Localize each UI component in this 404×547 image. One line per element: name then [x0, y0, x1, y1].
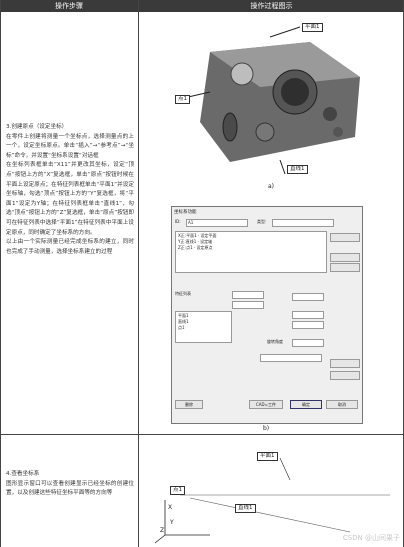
step4-para: 图形显示窗口可以查看创建显示已经坐标的创建位置，以及创建这些特征坐标平面等的方向… — [6, 480, 134, 497]
axis-z-label: Z — [160, 527, 165, 534]
param-field-2[interactable] — [232, 301, 264, 309]
column-divider — [138, 0, 139, 547]
delete-button[interactable]: 删除 — [175, 400, 203, 409]
step3-para3: 以上由一个实际测量已经完成坐标系的建立，同时也完成了手动测量，选择坐标系建立的过… — [6, 239, 134, 255]
rotate-field[interactable] — [292, 339, 324, 347]
step3-text: 3.创建原点（设定坐标） 在零件上创建将测量一个坐标点，选择测量点的上一个，设定… — [6, 123, 134, 257]
label-point1-a: 点1 — [175, 95, 190, 104]
cancel-button[interactable]: 取消 — [326, 400, 358, 409]
step3-para1: 在零件上创建将测量一个坐标点，选择测量点的上一个，设定坐标原点。单击“插入”→“… — [6, 133, 134, 159]
feature-item-2[interactable]: 直线1 — [178, 319, 189, 324]
type-select[interactable] — [272, 219, 334, 227]
step3-para2: 在坐标列表框单击“X11”并更改其坐标，设定“顶点”按钮上方的“X”复选框，单击… — [6, 162, 134, 236]
cad-work-button[interactable]: CAD=工件 — [249, 400, 283, 409]
header-illustration: 操作过程图示 — [139, 0, 404, 12]
coordinate-dialog: 坐标系功能 ID: A1 类型: X正:平面1 · 设定平面 Y正:直线1 · … — [171, 206, 363, 424]
dialog-btn-4[interactable] — [330, 359, 360, 368]
list-line-3: Z正:点1 · 设定原点 — [178, 245, 213, 250]
caption-a: a) — [268, 183, 275, 190]
axis-select-3[interactable] — [292, 321, 324, 329]
ok-button[interactable]: 确定 — [290, 400, 322, 409]
type-label: 类型: — [257, 219, 267, 224]
axis-select-2[interactable] — [292, 311, 324, 319]
param-field-1[interactable] — [232, 291, 264, 299]
axis-y-label: Y — [170, 519, 174, 526]
axis-x-label: X — [168, 504, 173, 511]
coordinate-system-figure — [154, 457, 390, 544]
part-render-figure — [174, 26, 360, 175]
id-value: A1 — [188, 220, 194, 225]
list-line-2: Y正:直线1 · 设定轴 — [178, 239, 213, 244]
label-plane1-b: 平面1 — [257, 452, 278, 461]
label-plane1-a: 平面1 — [302, 23, 323, 32]
axis-select-1[interactable] — [292, 293, 324, 301]
watermark: CSDN @山间果子 — [342, 534, 400, 542]
dialog-btn-3[interactable] — [330, 263, 360, 272]
row-divider — [0, 434, 404, 435]
label-line1-b: 直线1 — [235, 504, 256, 513]
step4-title: 4.查看坐标系 — [6, 471, 40, 477]
feature-item-3[interactable]: 点1 — [178, 325, 185, 330]
dialog-btn-1[interactable] — [330, 233, 360, 242]
step3-title: 3.创建原点（设定坐标） — [6, 124, 68, 130]
step4-text: 4.查看坐标系 图形显示窗口可以查看创建显示已经坐标的创建位置，以及创建这些特征… — [6, 470, 134, 499]
id-field[interactable]: A1 — [186, 219, 248, 227]
feature-item-1[interactable]: 平面1 — [178, 313, 189, 318]
xyz-checks[interactable] — [260, 354, 322, 362]
dialog-title: 坐标系功能 — [174, 210, 197, 215]
caption-b: b) — [263, 425, 270, 432]
rotate-label: 旋转角度 — [267, 339, 283, 344]
left-border — [0, 0, 1, 547]
list-line-1: X正:平面1 · 设定平面 — [178, 233, 217, 238]
dialog-btn-2[interactable] — [330, 253, 360, 262]
operation-list[interactable]: X正:平面1 · 设定平面 Y正:直线1 · 设定轴 Z正:点1 · 设定原点 — [175, 231, 327, 273]
feature-list[interactable]: 平面1 直线1 点1 — [175, 311, 232, 343]
dialog-btn-5[interactable] — [330, 371, 360, 380]
label-point1-b: 点1 — [170, 486, 185, 495]
id-label: ID: — [175, 219, 181, 224]
label-line1-a: 直线1 — [287, 165, 308, 174]
features-label: 特征列表 — [175, 291, 191, 296]
header-steps: 操作步骤 — [0, 0, 138, 12]
